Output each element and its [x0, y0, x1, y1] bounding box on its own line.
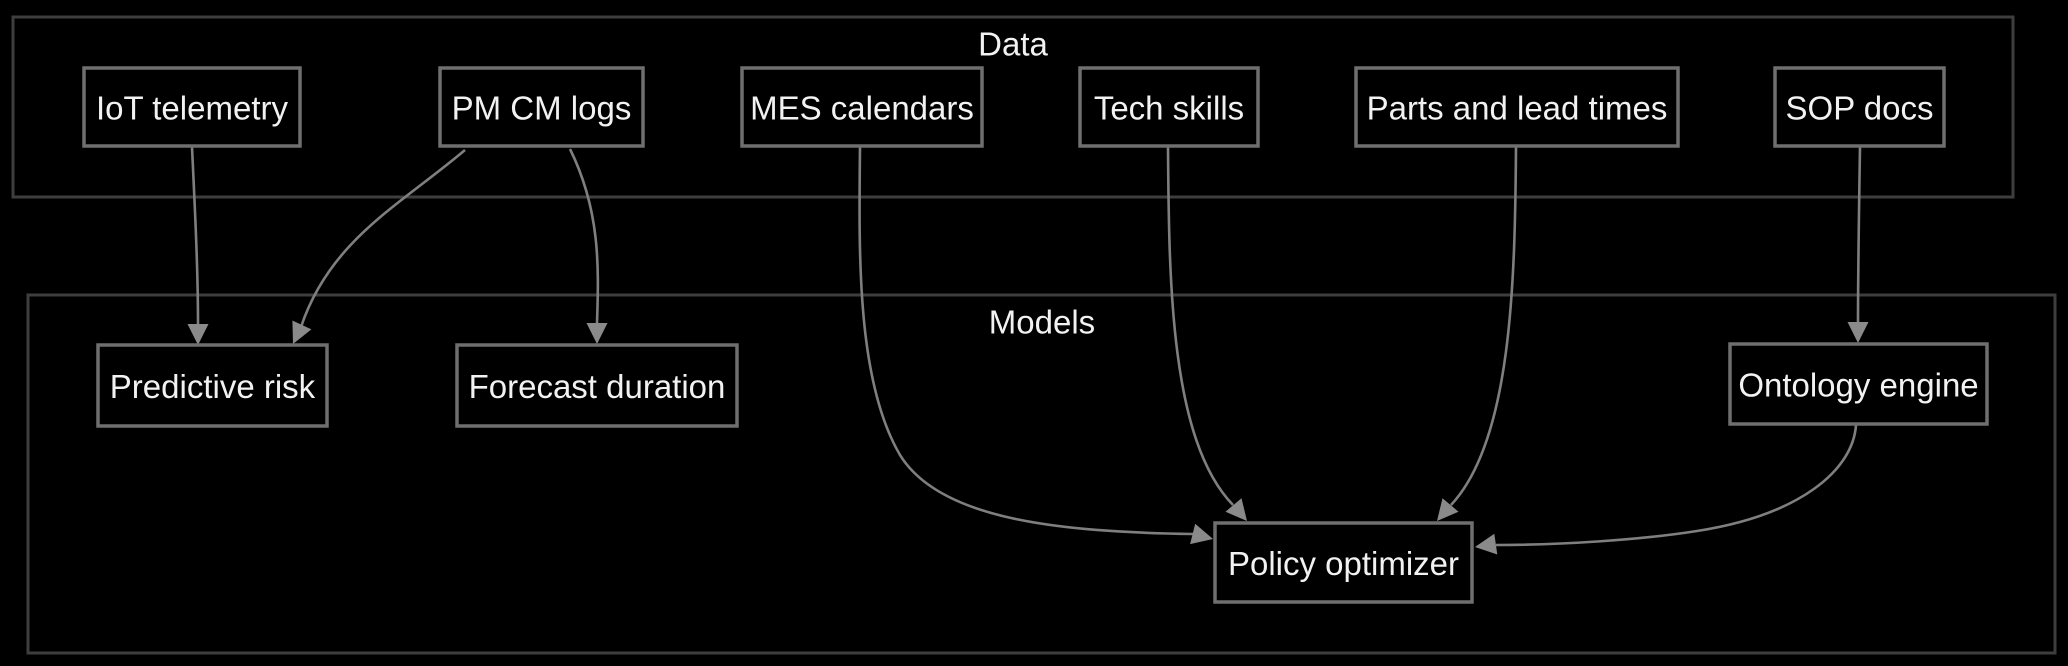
node-parts-label: Parts and lead times [1367, 90, 1668, 127]
node-policy-label: Policy optimizer [1228, 545, 1459, 582]
arrowhead-sop-to-ontology [1847, 322, 1869, 343]
node-pmcm-label: PM CM logs [452, 90, 632, 127]
arrowhead-ontology-to-policy [1475, 533, 1498, 555]
cluster-models [26, 293, 2057, 655]
arrowhead-parts-to-policy [1437, 498, 1459, 521]
node-forecast-label: Forecast duration [469, 368, 726, 405]
arrowhead-pmcm-to-risk [292, 320, 312, 344]
edge-ontology-to-policy [1495, 424, 1858, 547]
node-mes [740, 66, 984, 148]
node-policy [1213, 521, 1474, 604]
node-sop [1773, 66, 1946, 148]
cluster-data-label: Data [978, 26, 1048, 63]
node-ontology [1728, 342, 1989, 426]
arrowhead-pmcm-to-forecast [586, 323, 608, 344]
node-tech [1078, 66, 1260, 148]
edge-tech-to-policy [1166, 146, 1234, 506]
edge-iot-to-risk [190, 146, 200, 325]
edge-mes-to-policy [858, 146, 1194, 536]
node-ontology-label: Ontology engine [1738, 367, 1978, 404]
node-tech-label: Tech skills [1094, 90, 1244, 127]
node-forecast [455, 343, 739, 428]
node-risk [96, 343, 329, 428]
cluster-data [11, 15, 2015, 199]
edge-sop-to-ontology [1856, 146, 1862, 323]
arrowhead-iot-to-risk [187, 324, 209, 345]
arrowhead-tech-to-policy [1225, 498, 1247, 521]
node-iot [82, 66, 302, 148]
arrowhead-mes-to-policy [1190, 523, 1213, 545]
node-mes-label: MES calendars [750, 90, 974, 127]
edge-parts-to-policy [1450, 146, 1518, 506]
cluster-models-label: Models [989, 304, 1095, 341]
node-pmcm [438, 66, 645, 148]
node-parts [1354, 66, 1680, 148]
edge-pmcm-to-forecast [568, 148, 600, 324]
node-risk-label: Predictive risk [110, 368, 316, 405]
node-sop-label: SOP docs [1786, 90, 1934, 127]
node-iot-label: IoT telemetry [96, 90, 288, 127]
edge-pmcm-to-risk [299, 149, 466, 328]
